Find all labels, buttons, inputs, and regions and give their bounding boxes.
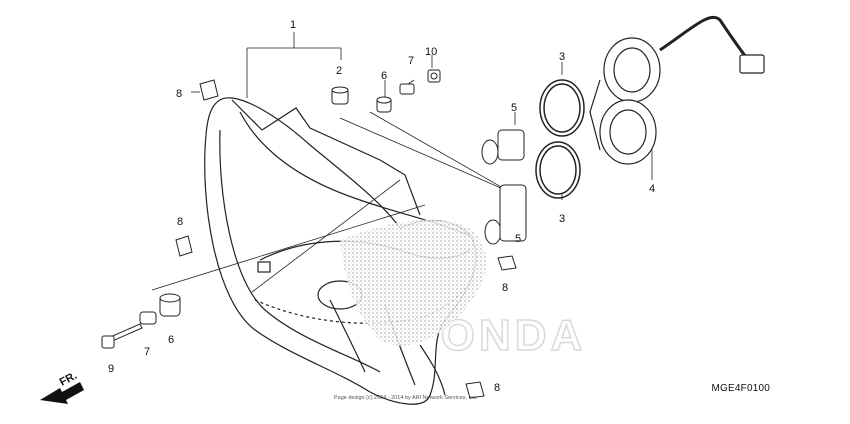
fastener-icon xyxy=(139,69,441,325)
callout-2: 2 xyxy=(336,65,342,77)
callout-9: 9 xyxy=(108,363,114,375)
callout-1: 1 xyxy=(290,19,296,31)
leader-lines xyxy=(151,32,653,293)
socket-harness-icon xyxy=(589,15,765,165)
callout-5-bottom: 5 xyxy=(515,233,521,245)
callout-3-top: 3 xyxy=(559,51,565,63)
callout-5-top: 5 xyxy=(511,102,517,114)
callout-10: 10 xyxy=(425,46,437,58)
callout-8-top-left: 8 xyxy=(176,88,182,100)
callout-7-bottom: 7 xyxy=(144,346,150,358)
copyright-text: Page design (c) 2004 - 2014 by ARI Netwo… xyxy=(334,395,478,401)
clip-icon xyxy=(175,79,517,399)
callouts: 1 2 3 3 4 5 5 6 6 7 7 8 8 8 8 9 10 FR. xyxy=(58,19,655,394)
callout-8-mid-left: 8 xyxy=(177,216,183,228)
shading-region xyxy=(340,219,487,346)
front-direction-arrow xyxy=(40,382,84,404)
callout-8-bottom: 8 xyxy=(494,382,500,394)
bolt-icon xyxy=(101,323,143,349)
callout-6-top: 6 xyxy=(381,70,387,82)
callout-4: 4 xyxy=(649,183,655,195)
callout-7-top: 7 xyxy=(408,55,414,67)
diagram-code: MGE4F0100 xyxy=(711,383,770,394)
callout-3-bottom: 3 xyxy=(559,213,565,225)
seal-ring-icon xyxy=(535,79,585,199)
bulb-icon xyxy=(481,129,527,245)
callout-6-bottom: 6 xyxy=(168,334,174,346)
grommet-icon xyxy=(159,86,392,317)
callout-8-right: 8 xyxy=(502,282,508,294)
